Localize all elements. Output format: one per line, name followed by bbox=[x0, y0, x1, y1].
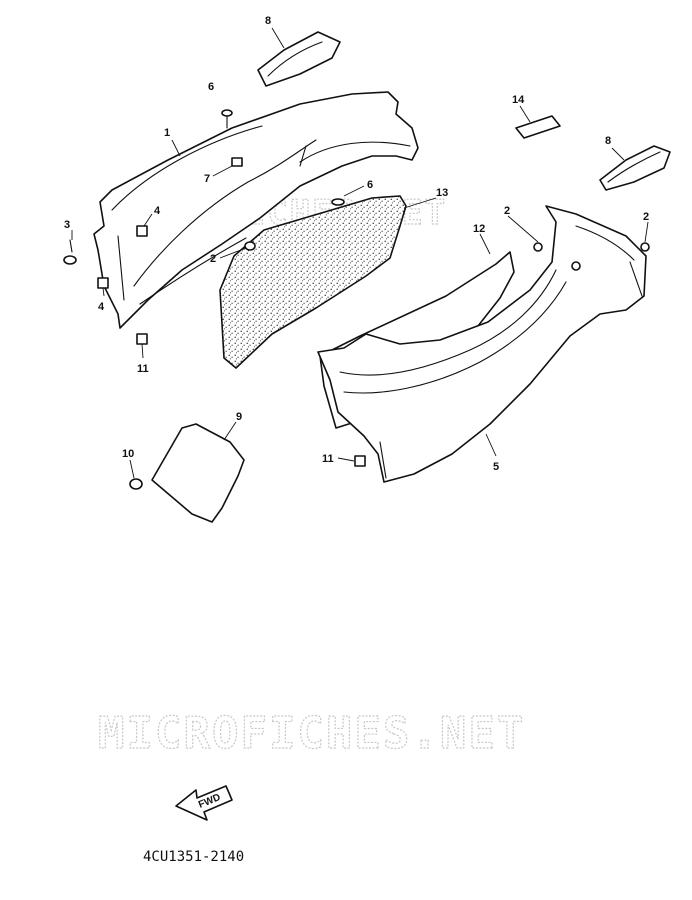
watermark-lower: MICROFICHES.NET bbox=[98, 708, 525, 759]
callout-7: 7 bbox=[204, 173, 210, 185]
small-panel-9 bbox=[151, 423, 245, 523]
callout-1: 1 bbox=[164, 127, 170, 139]
drawing-code: 4CU1351-2140 bbox=[143, 849, 244, 865]
callout-14: 14 bbox=[512, 94, 525, 106]
callout-11-left: 11 bbox=[137, 363, 149, 375]
callout-4-lower: 4 bbox=[98, 301, 105, 313]
callout-6-lower: 6 bbox=[367, 179, 373, 191]
emblem-8-right bbox=[599, 145, 671, 191]
fwd-arrow: FWD bbox=[175, 785, 233, 821]
right-side-cover bbox=[317, 205, 647, 483]
callout-5: 5 bbox=[493, 461, 499, 473]
fasteners bbox=[63, 109, 650, 490]
grommet-14 bbox=[515, 115, 561, 139]
callout-8-right: 8 bbox=[605, 135, 611, 147]
callout-4-upper: 4 bbox=[154, 205, 161, 217]
callout-6-upper: 6 bbox=[208, 81, 214, 93]
callout-labels: 1 2 2 2 3 4 4 5 6 6 7 8 8 9 10 11 11 12 … bbox=[64, 15, 649, 473]
callout-12: 12 bbox=[473, 223, 485, 235]
callout-9: 9 bbox=[236, 411, 242, 423]
callout-8-left: 8 bbox=[265, 15, 271, 27]
callout-13: 13 bbox=[436, 187, 448, 199]
callout-10: 10 bbox=[122, 448, 134, 460]
callout-11-right: 11 bbox=[322, 453, 334, 465]
callout-3: 3 bbox=[64, 219, 70, 231]
leader-lines bbox=[71, 27, 649, 479]
foam-pad-13 bbox=[219, 195, 407, 369]
left-side-cover bbox=[93, 91, 419, 329]
callout-2-center: 2 bbox=[504, 205, 510, 217]
callout-2-right: 2 bbox=[643, 211, 649, 223]
callout-2-left: 2 bbox=[210, 253, 216, 265]
emblem-8-left bbox=[257, 31, 341, 87]
